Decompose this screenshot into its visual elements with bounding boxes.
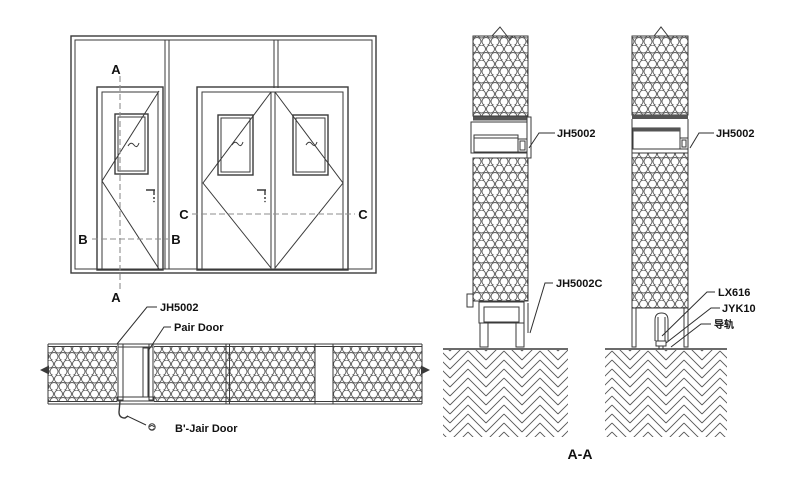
door-leaf-hatch (631, 152, 689, 309)
label-jh5002-d1: JH5002 (557, 128, 596, 140)
detail-section-2: JH5002 LX616 JYK10 导轨 (605, 26, 756, 437)
head-frame-jh5002 (631, 119, 689, 153)
break-arrow-right (421, 365, 430, 375)
detail-section-1: JH5002 JH5002C (443, 26, 603, 437)
wall-joint-center (273, 40, 279, 88)
wall-outline-inner (74, 39, 373, 270)
label-jh5002-d2: JH5002 (716, 128, 755, 140)
guide-foot (655, 340, 667, 347)
panel-bottom-face (632, 115, 688, 119)
pair-right-window (292, 114, 329, 176)
head-frame-jh5002 (470, 116, 532, 159)
single-door-window-inner (117, 116, 146, 172)
window-mark (127, 142, 140, 148)
leader-b-jair-door (126, 415, 147, 426)
label-guide-rail: 导轨 (714, 318, 734, 331)
guide-lx616 (654, 312, 669, 341)
leader-pair-door (147, 326, 171, 352)
leader-jh5002c (529, 282, 553, 334)
section-marker-b-right: B (171, 232, 180, 247)
bottom-channel-jh5002c (478, 301, 529, 348)
leader-lx616 (661, 291, 715, 337)
leader-guide-rail (670, 323, 711, 348)
panel-joint-gap (315, 347, 333, 401)
panel-bottom-face (473, 116, 528, 121)
section-title: A-A (568, 446, 593, 462)
section-marker-b-left: B (78, 232, 87, 247)
leader-jyk10 (665, 307, 720, 344)
elevation-view: A A B B C C (70, 35, 377, 305)
door-bottom-seal-hook (118, 400, 129, 419)
floor-hatch (605, 350, 727, 437)
window-mark (231, 141, 244, 147)
floor-hatch (443, 350, 568, 437)
break-arrow-left (40, 365, 49, 375)
panel-joint (225, 344, 230, 404)
pair-right-swing-line (274, 91, 344, 269)
section-marker-c-right: C (358, 207, 368, 222)
section-marker-a-top: A (111, 62, 121, 77)
single-door-leaf (101, 91, 159, 271)
upper-panel-hatch (631, 35, 689, 116)
label-pair-door: Pair Door (174, 322, 224, 334)
pair-left-window (217, 114, 254, 176)
label-jh5002-plan: JH5002 (160, 302, 199, 314)
window-mark (305, 141, 318, 147)
panel-joint-gap-edges (314, 344, 334, 404)
leader-jh5002-plan (116, 306, 157, 345)
wall-joint-left (164, 40, 170, 269)
detail-flag-icon (148, 423, 156, 431)
plan-section-view: JH5002 Pair Door B'-Jair Door (40, 302, 430, 435)
pair-door-leaves (201, 91, 344, 271)
leader-jh5002-d2 (689, 132, 714, 149)
label-b-jair-door: B'-Jair Door (175, 423, 238, 435)
wall-outline-outer (70, 35, 377, 274)
pair-right-window-inner (295, 117, 326, 173)
leaf-side-tab (466, 293, 474, 308)
door-handle-icon (146, 189, 155, 203)
pair-door-meeting-stile (270, 92, 276, 270)
pair-left-window-inner (220, 117, 251, 173)
wall-panel-hatch (48, 346, 422, 402)
leader-jh5002-d1 (528, 132, 555, 149)
upper-panel-hatch (472, 35, 529, 117)
single-door-window (114, 113, 149, 175)
single-door-swing-line (101, 90, 160, 270)
plan-door-frame (116, 343, 155, 419)
label-jh5002c: JH5002C (556, 278, 603, 290)
door-handle-icon (257, 189, 266, 203)
bottom-guide-assembly (631, 307, 689, 350)
frame-cover-strip (526, 116, 532, 159)
section-marker-a-bottom: A (111, 290, 121, 305)
label-jyk10: JYK10 (722, 303, 756, 315)
section-marker-c-left: C (179, 207, 189, 222)
door-leaf-hatch (472, 157, 529, 302)
pair-left-swing-line (202, 91, 272, 269)
label-lx616: LX616 (718, 287, 750, 299)
